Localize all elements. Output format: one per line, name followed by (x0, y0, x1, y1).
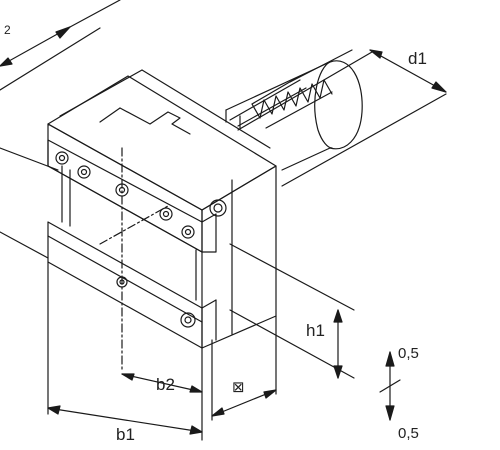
box-dimension (211, 315, 277, 421)
b1-label: b1 (116, 425, 135, 444)
b1-dimension (47, 261, 203, 441)
b2-label: b2 (156, 375, 175, 394)
corner-number-label: 2 (4, 23, 11, 37)
tool-shank (225, 60, 363, 171)
boxed-symbol-label: ⊠ (232, 379, 245, 396)
tolerance-marker (379, 351, 401, 421)
h1-label: h1 (306, 321, 325, 340)
d1-label: d1 (408, 49, 427, 68)
tolerance-lower-label: 0,5 (398, 425, 419, 442)
d1-dimension (237, 49, 447, 187)
b2-dimension (121, 373, 203, 393)
h1-dimension (229, 243, 355, 379)
tool-holder-block (47, 69, 277, 371)
top-dimension (0, 0, 121, 91)
screws (55, 151, 227, 328)
tolerance-upper-label: 0,5 (398, 345, 419, 362)
